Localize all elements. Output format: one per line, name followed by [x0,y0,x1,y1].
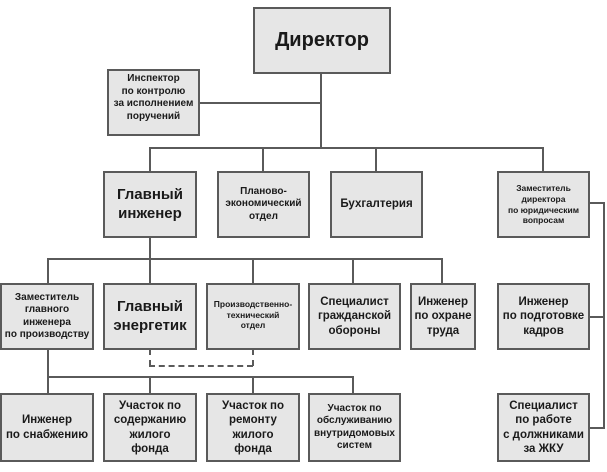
node-production-tech-dept: Производственно- технический отдел [206,283,300,350]
node-deputy-director-legal: Заместитель директора по юридическим воп… [497,171,590,238]
connector [252,258,254,284]
connector [47,258,443,260]
connector [199,102,321,104]
dashed-connector [252,349,254,366]
node-planning-dept: Планово- экономический отдел [217,171,310,238]
connector [352,376,354,394]
node-chief-engineer: Главный инженер [103,171,197,238]
connector [149,258,151,284]
connector [47,349,49,394]
node-accounting: Бухгалтерия [330,171,423,238]
connector [589,316,605,318]
connector [441,258,443,284]
connector [542,147,544,172]
connector [589,202,605,204]
node-civil-defense: Специалист гражданской обороны [308,283,401,350]
connector [352,258,354,284]
connector [47,376,354,378]
node-housing-maintenance: Участок по содержанию жилого фонда [103,393,197,462]
connector [320,73,322,149]
node-housing-repair: Участок по ремонту жилого фонда [206,393,300,462]
connector [149,376,151,394]
node-labor-safety: Инженер по охране труда [410,283,476,350]
connector [375,147,377,172]
connector [149,237,151,260]
dashed-connector [149,349,151,366]
connector [252,376,254,394]
node-debtors-specialist: Специалист по работе с должниками за ЖКУ [497,393,590,462]
node-inspector: Инспектор по контролю за исполнением пор… [107,69,200,136]
node-hr-engineer: Инженер по подготовке кадров [497,283,590,350]
connector [149,147,544,149]
connector [149,147,151,172]
node-director: Директор [253,7,391,74]
connector [603,202,605,429]
node-deputy-chief-engineer: Заместитель главного инженера по произво… [0,283,94,350]
node-supply-engineer: Инженер по снабжению [0,393,94,462]
node-chief-power-engineer: Главный энергетик [103,283,197,350]
node-inhouse-systems: Участок по обслуживанию внутридомовых си… [308,393,401,462]
connector [262,147,264,172]
connector [47,258,49,284]
connector [589,427,605,429]
dashed-connector [149,365,253,367]
